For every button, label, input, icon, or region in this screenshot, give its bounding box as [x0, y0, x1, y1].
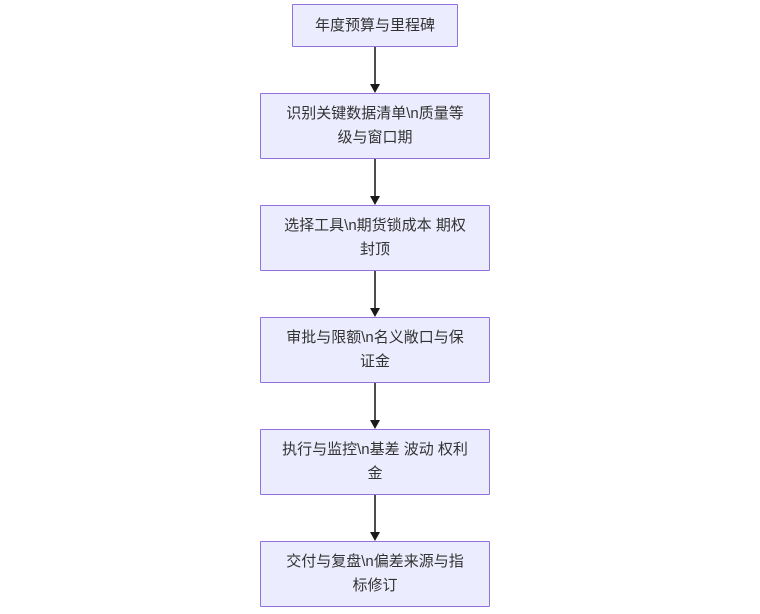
flow-node-approval-limits: 审批与限额\n名义敞口与保证金: [260, 317, 490, 383]
arrow-n2-n3: [369, 159, 381, 205]
arrow-n4-n5: [369, 383, 381, 429]
flow-node-identify-data: 识别关键数据清单\n质量等级与窗口期: [260, 93, 490, 159]
arrowhead-down-icon: [369, 196, 380, 205]
arrowhead-down-icon: [369, 84, 380, 93]
arrow-line: [374, 159, 376, 197]
arrow-line: [374, 271, 376, 309]
arrow-n5-n6: [369, 495, 381, 541]
node-label: 选择工具\n期货锁成本 期权封顶: [284, 217, 466, 258]
flow-node-execute-monitor: 执行与监控\n基差 波动 权利金: [260, 429, 490, 495]
flow-node-annual-budget: 年度预算与里程碑: [292, 4, 458, 47]
arrow-line: [374, 495, 376, 533]
node-label: 执行与监控\n基差 波动 权利金: [282, 441, 468, 482]
node-label: 交付与复盘\n偏差来源与指标修订: [286, 553, 464, 594]
node-label: 审批与限额\n名义敞口与保证金: [286, 329, 464, 370]
node-label: 识别关键数据清单\n质量等级与窗口期: [286, 105, 464, 146]
arrow-n3-n4: [369, 271, 381, 317]
node-label: 年度预算与里程碑: [314, 16, 435, 34]
arrowhead-down-icon: [369, 308, 380, 317]
arrowhead-down-icon: [369, 420, 380, 429]
arrow-line: [374, 47, 376, 85]
flow-node-delivery-review: 交付与复盘\n偏差来源与指标修订: [260, 541, 490, 607]
arrowhead-down-icon: [369, 532, 380, 541]
arrow-line: [374, 383, 376, 421]
flow-node-select-tools: 选择工具\n期货锁成本 期权封顶: [260, 205, 490, 271]
arrow-n1-n2: [369, 47, 381, 93]
